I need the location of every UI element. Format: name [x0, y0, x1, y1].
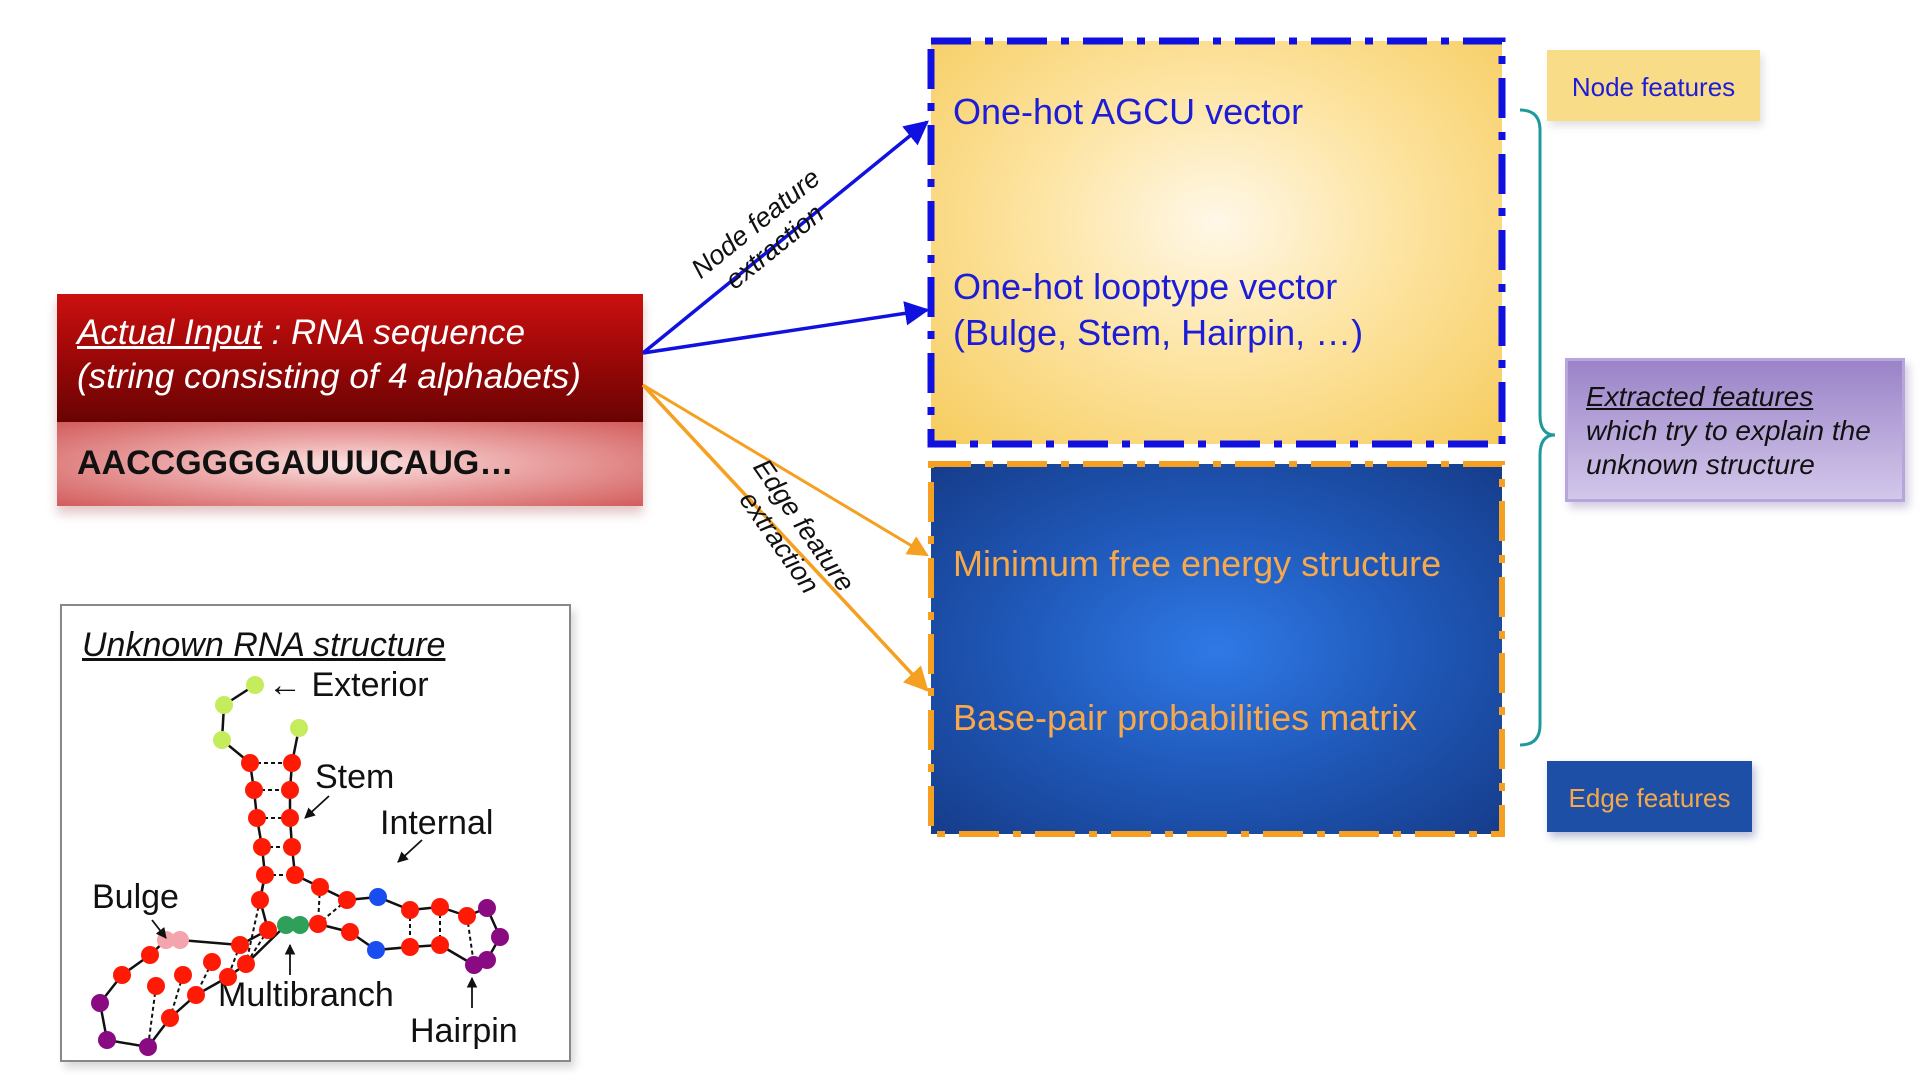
- node-arrow-agcu: [641, 120, 929, 355]
- rna-nucleotide-stem: [141, 946, 159, 964]
- rna-nucleotide-exterior: [246, 676, 264, 694]
- extracted-features-box: Extracted features which try to explain …: [1565, 358, 1905, 502]
- rna-nucleotide-stem: [401, 901, 419, 919]
- rna-nucleotide-stem: [341, 923, 359, 941]
- rna-backbone-link: [245, 924, 287, 965]
- rna-nucleotide-multibranch: [291, 916, 309, 934]
- rna-nucleotide-stem: [431, 898, 449, 916]
- rna-base-pair-link: [147, 985, 157, 1048]
- rna-nucleotide-stem: [309, 915, 327, 933]
- rna-nucleotide-hairpin: [491, 928, 509, 946]
- rna-nucleotide-stem: [241, 754, 259, 772]
- rna-nucleotide-hairpin: [98, 1031, 116, 1049]
- rna-nucleotide-stem: [283, 754, 301, 772]
- rna-nucleotide-internal: [369, 888, 387, 906]
- edge-arrow-bpp: [641, 383, 929, 692]
- rna-nucleotide-stem: [237, 955, 255, 973]
- rna-nucleotide-stem: [147, 977, 165, 995]
- multibranch-label: Multibranch: [218, 976, 394, 1014]
- edge-box-border: [928, 461, 1505, 837]
- onehot-agcu-label: One-hot AGCU vector: [953, 91, 1304, 132]
- rna-nucleotide-stem: [259, 921, 277, 939]
- rna-nucleotide-hairpin: [478, 899, 496, 917]
- node-box-border: [927, 37, 1506, 448]
- hairpin-label: Hairpin: [410, 1012, 518, 1050]
- internal-label: Internal: [380, 804, 494, 842]
- rna-nucleotide-stem: [253, 838, 271, 856]
- rna-nucleotide-stem: [251, 891, 269, 909]
- rna-nucleotide-stem: [231, 936, 249, 954]
- extracted-features-line2: which try to explain the: [1586, 415, 1871, 446]
- rna-nucleotide-stem: [281, 809, 299, 827]
- features-brace: [1519, 108, 1556, 747]
- looptype-list-label: (Bulge, Stem, Hairpin, …): [953, 312, 1364, 353]
- rna-nucleotide-stem: [187, 986, 205, 1004]
- bulge-label: Bulge: [92, 878, 179, 916]
- rna-nucleotide-multibranch: [277, 916, 295, 934]
- rna-nucleotide-stem: [431, 936, 449, 954]
- rna-nucleotide-exterior: [215, 696, 233, 714]
- node-features-box: One-hot AGCU vector One-hot looptype vec…: [931, 41, 1502, 444]
- input-sequence-box: AACCGGGGAUUUCAUG…: [57, 422, 643, 506]
- rna-sequence-label: : RNA sequence: [261, 313, 526, 352]
- input-label-line1: Actual Input : RNA sequence: [77, 313, 525, 353]
- edge-arrow-mfe: [642, 383, 929, 557]
- rna-nucleotide-stem: [113, 966, 131, 984]
- edge-features-box: Minimum free energy structure Base-pair …: [931, 464, 1502, 834]
- internal-pointer: [397, 839, 423, 863]
- actual-input-label: Actual Input: [77, 313, 262, 352]
- rna-nucleotide-hairpin: [139, 1038, 157, 1056]
- edge-features-tag: Edge features: [1547, 761, 1752, 832]
- mfe-structure-label: Minimum free energy structure: [953, 543, 1442, 584]
- rna-nucleotide-stem: [283, 838, 301, 856]
- structure-title: Unknown RNA structure: [82, 626, 446, 664]
- rna-nucleotide-stem: [219, 968, 237, 986]
- exterior-label: ← Exterior: [268, 666, 429, 704]
- input-label-line2: (string consisting of 4 alphabets): [77, 357, 581, 396]
- input-box-header: Actual Input : RNA sequence (string cons…: [57, 294, 643, 422]
- rna-backbone-link: [179, 938, 241, 947]
- node-features-tag-label: Node features: [1571, 72, 1736, 102]
- rna-nucleotide-stem: [401, 938, 419, 956]
- rna-nucleotide-stem: [458, 907, 476, 925]
- rna-nucleotide-stem: [203, 953, 221, 971]
- bpp-matrix-label: Base-pair probabilities matrix: [953, 697, 1418, 738]
- rna-nucleotide-hairpin: [91, 994, 109, 1012]
- rna-nucleotide-stem: [286, 866, 304, 884]
- stem-pointer: [304, 795, 330, 819]
- rna-nucleotide-stem: [281, 781, 299, 799]
- edge-extraction-label-group: Edge feature extraction: [733, 453, 860, 599]
- node-extraction-label-group: Node feature extraction: [685, 163, 829, 296]
- extracted-features-title: Extracted features: [1586, 381, 1814, 412]
- rna-nucleotide-stem: [174, 966, 192, 984]
- rna-nucleotide-stem: [161, 1009, 179, 1027]
- node-arrow-looptype: [642, 301, 930, 355]
- rna-nucleotide-stem: [311, 878, 329, 896]
- rna-sequence: AACCGGGGAUUUCAUG…: [77, 444, 514, 482]
- rna-nucleotide-stem: [256, 866, 274, 884]
- rna-nucleotide-bulge: [171, 931, 189, 949]
- rna-structure-panel: Unknown RNA structure ← Exterior Stem In…: [60, 604, 571, 1062]
- onehot-looptype-label: One-hot looptype vector: [953, 266, 1338, 307]
- rna-nucleotide-internal: [367, 941, 385, 959]
- node-features-tag: Node features: [1547, 50, 1760, 121]
- bulge-pointer: [151, 919, 167, 939]
- rna-nucleotide-stem: [338, 891, 356, 909]
- rna-nucleotide-stem: [248, 809, 266, 827]
- rna-nucleotide-stem: [245, 781, 263, 799]
- rna-structure-graph: [91, 676, 509, 1056]
- rna-nucleotide-exterior: [290, 719, 308, 737]
- rna-nucleotide-exterior: [213, 731, 231, 749]
- extracted-features-line3: unknown structure: [1586, 449, 1815, 480]
- edge-features-tag-label: Edge features: [1568, 783, 1731, 813]
- stem-label: Stem: [315, 758, 395, 796]
- rna-nucleotide-hairpin: [465, 956, 483, 974]
- rna-base-pair-link: [245, 899, 261, 965]
